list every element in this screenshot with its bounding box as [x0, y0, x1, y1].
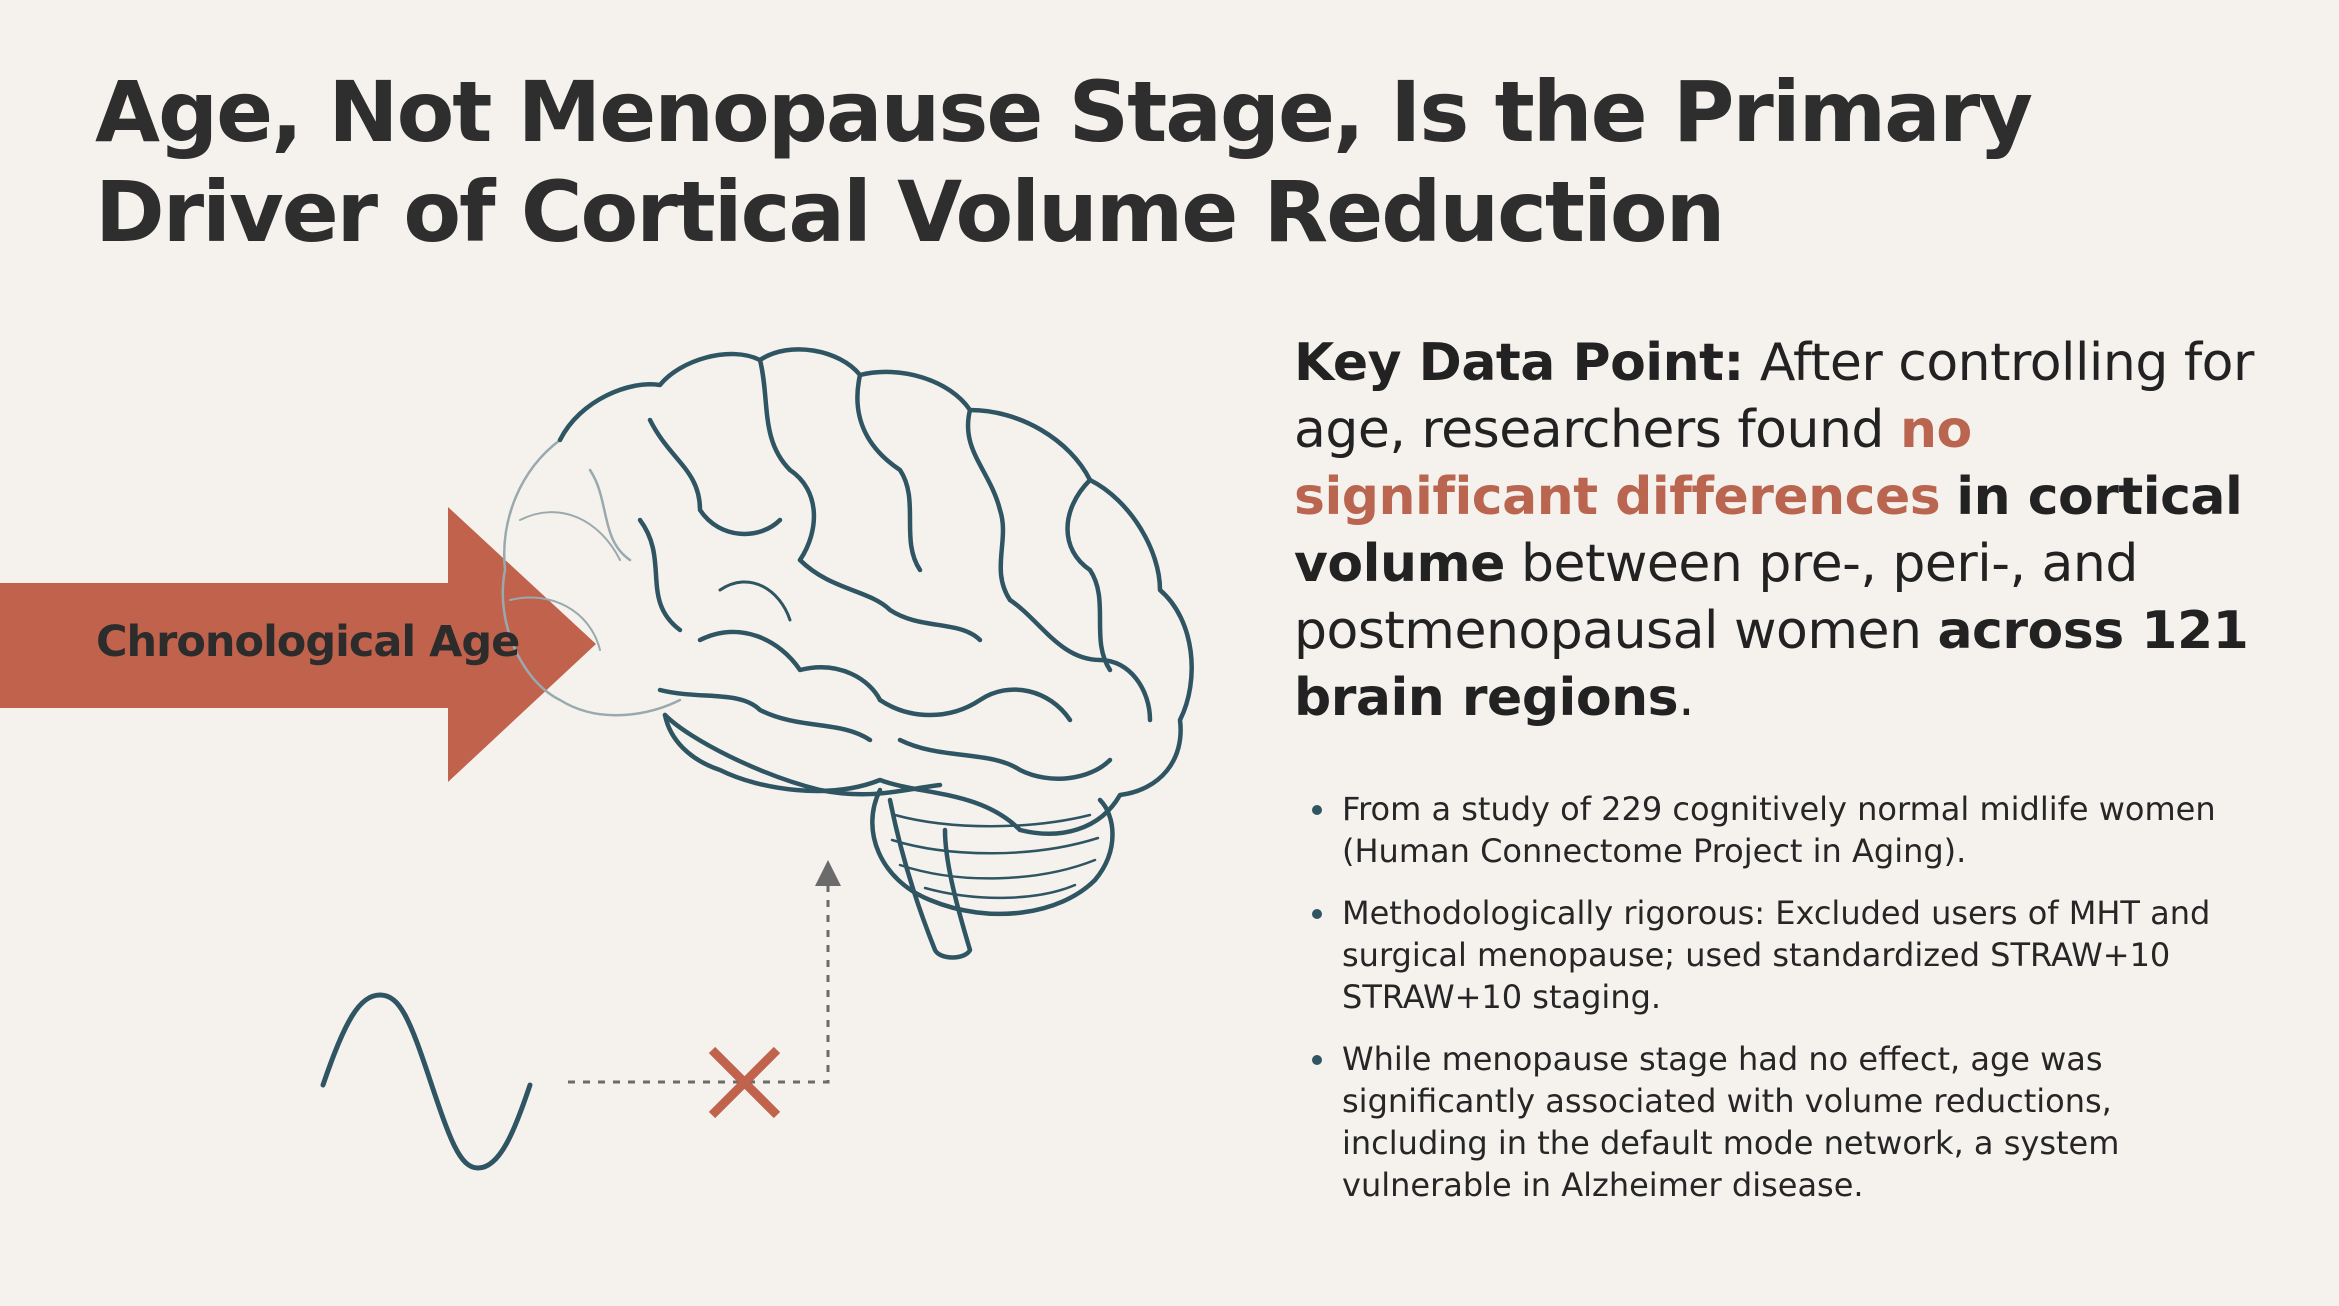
key-text-1: After controlling for age, researchers f… [1294, 333, 2254, 460]
key-text-4: across 121 brain regions [1294, 601, 2249, 728]
bullet-text: Methodologically rigorous: Excluded user… [1342, 894, 2211, 1016]
key-text-3: between pre-, peri-, and postmenopausal … [1294, 534, 2138, 661]
list-item: Methodologically rigorous: Excluded user… [1310, 892, 2260, 1018]
key-data-point: Key Data Point: After controlling for ag… [1294, 330, 2274, 732]
blocked-path [568, 880, 830, 1084]
key-highlight: no significant differences [1294, 400, 1972, 527]
blocked-x-icon [708, 1046, 781, 1119]
blocked-path-arrowhead [815, 860, 841, 886]
page-title: Age, Not Menopause Stage, Is the Primary… [95, 62, 2245, 262]
age-arrow [0, 507, 596, 782]
bullet-text: From a study of 229 cognitively normal m… [1342, 790, 2216, 870]
bullet-text: While menopause stage had no effect, age… [1342, 1040, 2120, 1204]
key-text-2: in cortical volume [1294, 467, 2243, 594]
arrow-label: Chronological Age [96, 617, 520, 667]
key-text-5: . [1678, 668, 1695, 728]
list-item: From a study of 229 cognitively normal m… [1310, 788, 2260, 872]
sine-wave-icon [320, 992, 533, 1171]
title-line-2: Driver of Cortical Volume Reduction [95, 163, 1725, 261]
bullet-list: From a study of 229 cognitively normal m… [1310, 788, 2260, 1226]
bullet-icon [1312, 805, 1322, 815]
bullet-icon [1312, 909, 1322, 919]
key-lead: Key Data Point: [1294, 333, 1744, 393]
bullet-icon [1312, 1055, 1322, 1065]
title-line-1: Age, Not Menopause Stage, Is the Primary [95, 63, 2033, 161]
list-item: While menopause stage had no effect, age… [1310, 1038, 2260, 1206]
brain-icon [501, 347, 1194, 960]
